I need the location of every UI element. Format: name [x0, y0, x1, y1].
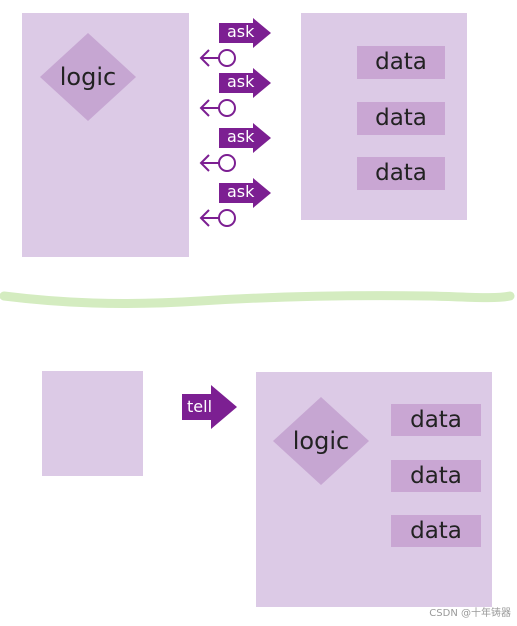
tell-label: tell [187, 397, 213, 416]
section-divider [0, 291, 515, 308]
ask-arrow-2: ask [219, 68, 271, 98]
ask-arrow-3: ask [219, 123, 271, 153]
bottom-data-box-2: data [391, 460, 481, 492]
ask-arrow-shape [219, 68, 271, 98]
ask-label-4: ask [227, 182, 255, 201]
top-data-box-1: data [357, 46, 445, 79]
ask-arrow-shape [219, 178, 271, 208]
top-data-box-2: data [357, 102, 445, 135]
ask-arrow-shape [219, 123, 271, 153]
return-arrow-4 [199, 209, 236, 227]
ask-arrow-shape [219, 18, 271, 48]
tell-arrow-shape [182, 385, 237, 429]
return-arrow-2 [199, 99, 236, 117]
caller-logic-label: logic [59, 63, 117, 91]
ask-arrow-4: ask [219, 178, 271, 208]
ask-label-1: ask [227, 22, 255, 41]
ask-label-3: ask [227, 127, 255, 146]
watermark: CSDN @十年铸器 [429, 608, 511, 619]
bottom-data-box-3: data [391, 515, 481, 547]
return-arrow-1 [199, 49, 236, 67]
bottom-data-box-1: data [391, 404, 481, 436]
ask-label-2: ask [227, 72, 255, 91]
return-arrow-3 [199, 154, 236, 172]
object-logic-diamond: logic [273, 397, 369, 485]
tell-arrow: tell [182, 385, 237, 429]
caller-block-small [42, 371, 143, 476]
object-logic-label: logic [292, 427, 350, 455]
ask-arrow-1: ask [219, 18, 271, 48]
top-data-box-3: data [357, 157, 445, 190]
caller-logic-diamond: logic [40, 33, 136, 121]
